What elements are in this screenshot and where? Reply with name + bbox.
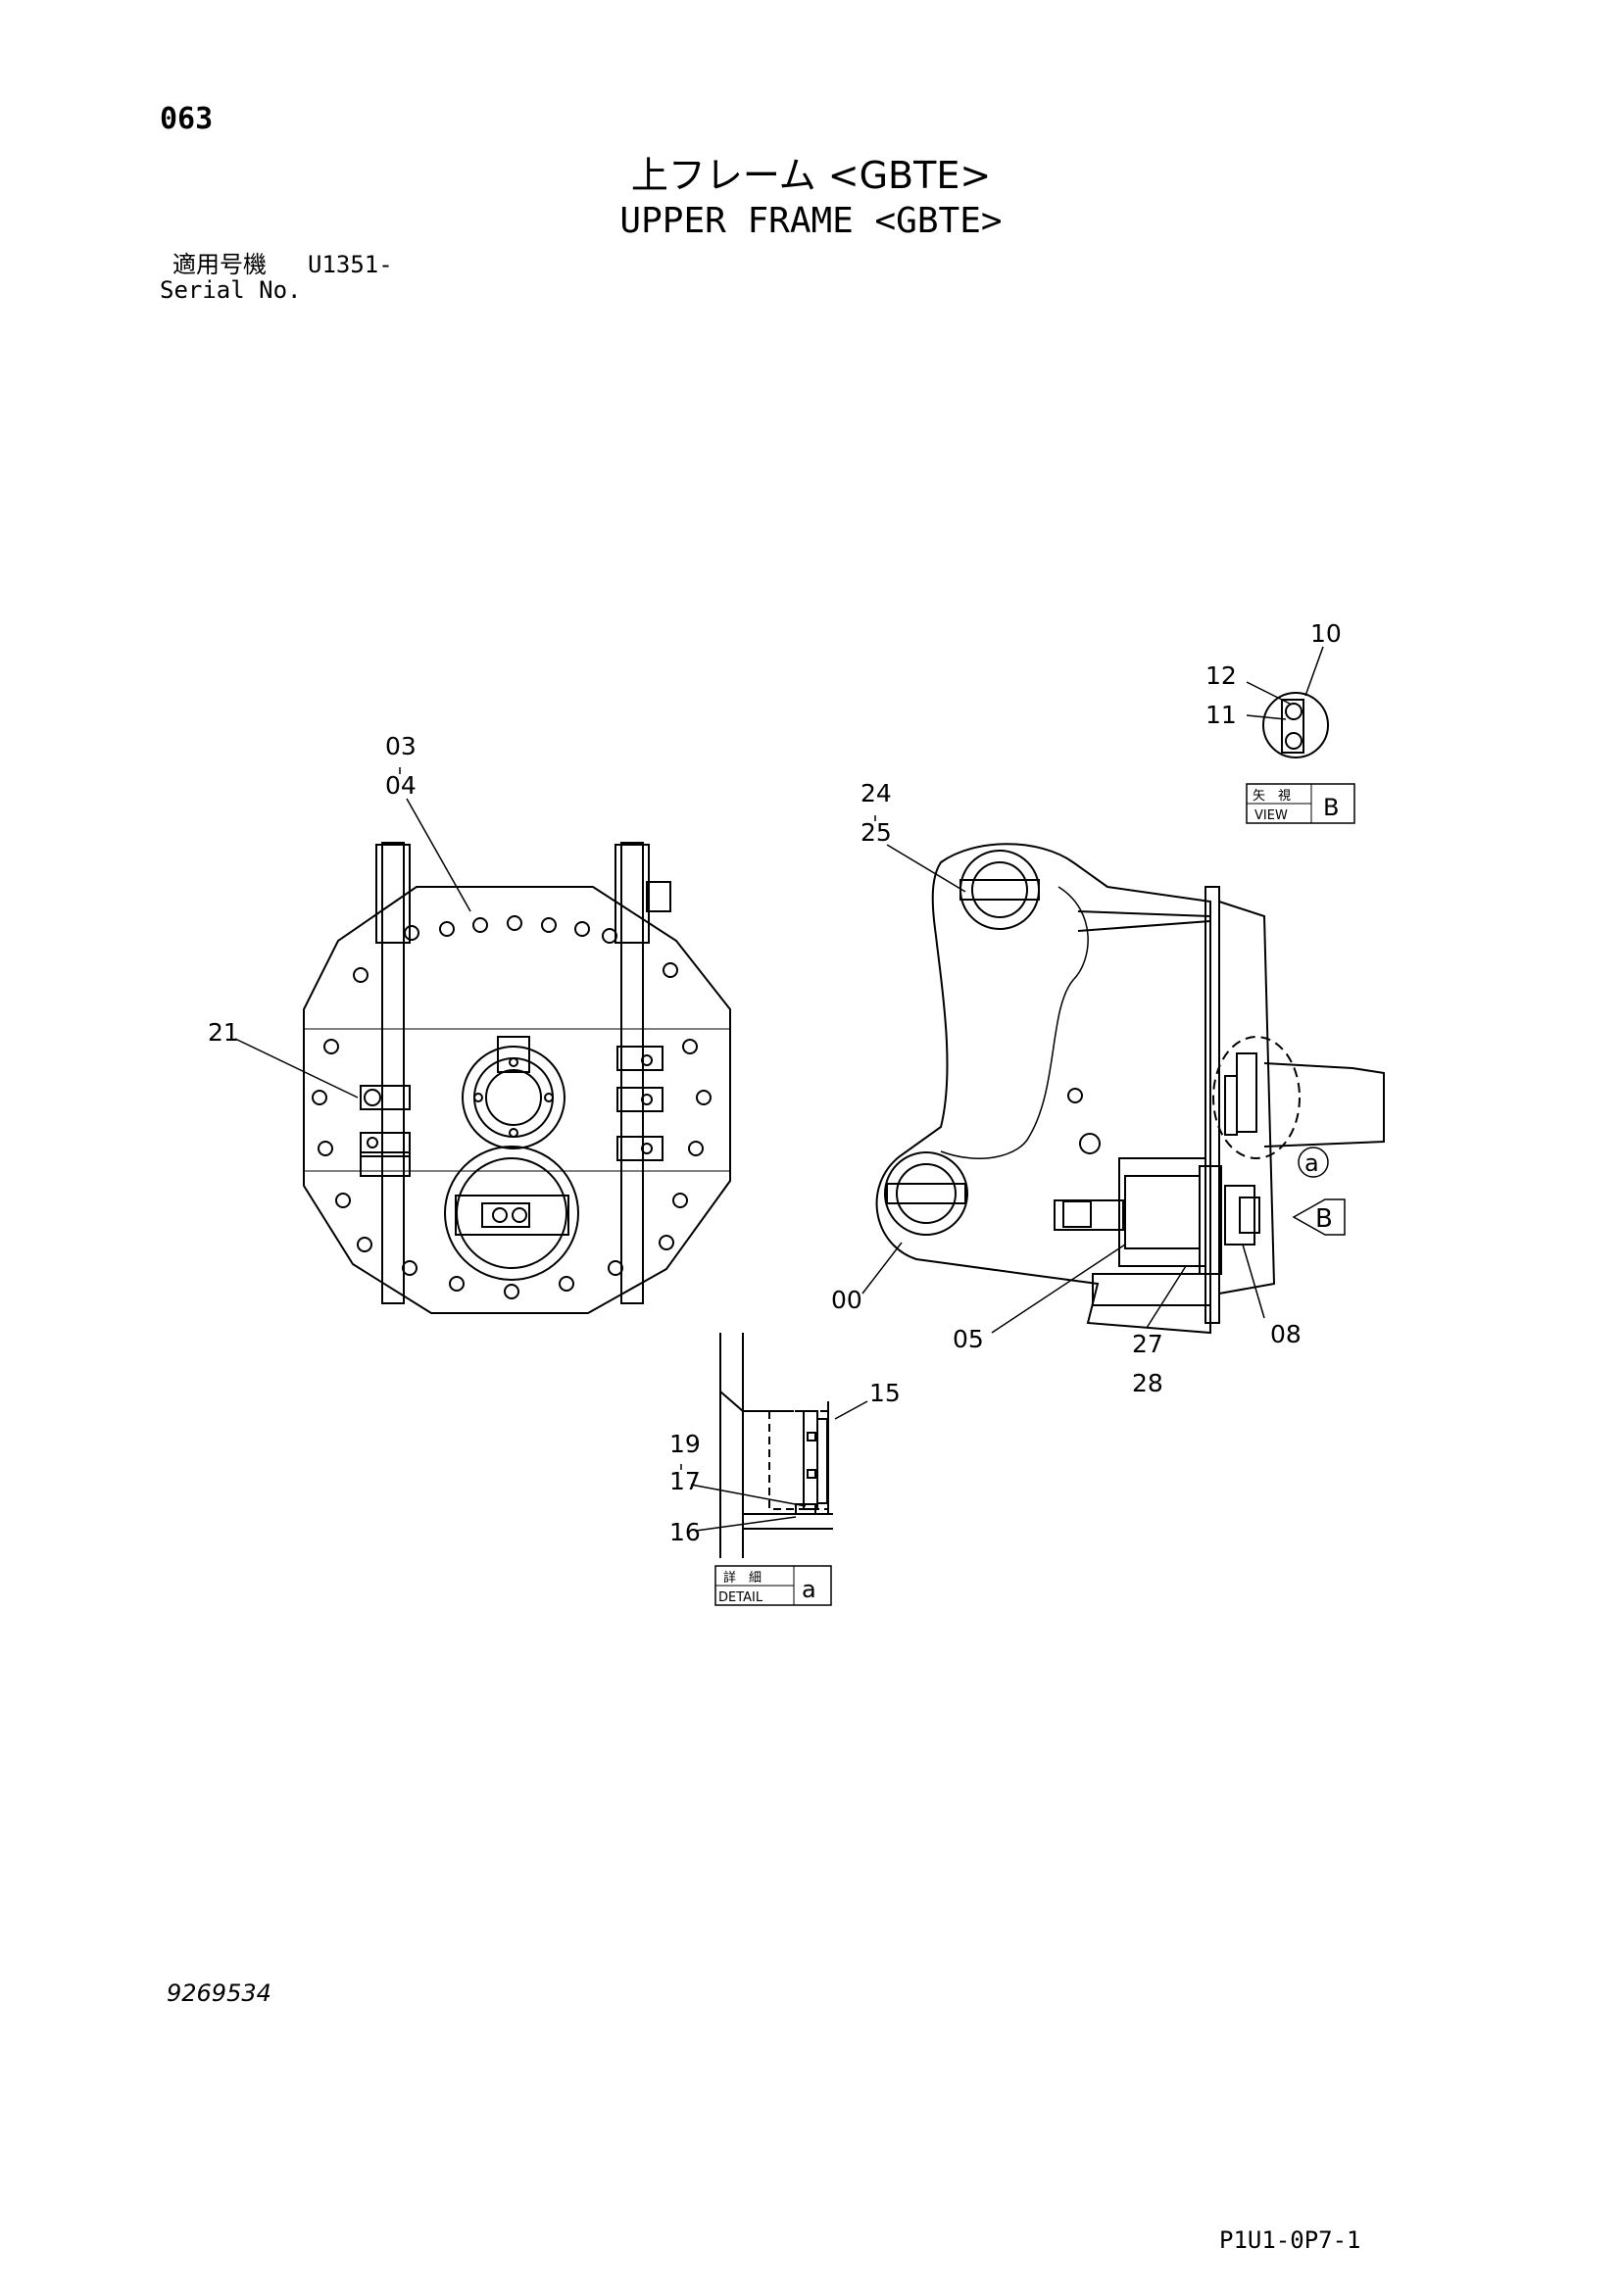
view-b-detail bbox=[1262, 692, 1329, 758]
callout-04: 04 bbox=[385, 771, 417, 800]
callout-12: 12 bbox=[1205, 661, 1237, 690]
callout-25: 25 bbox=[860, 818, 892, 847]
callout-27: 27 bbox=[1132, 1330, 1163, 1358]
callout-24: 24 bbox=[860, 779, 892, 807]
callout-00: 00 bbox=[831, 1286, 862, 1314]
callout-17: 17 bbox=[669, 1467, 701, 1495]
view-arrow-b-letter: B bbox=[1315, 1204, 1333, 1234]
detail-a-en: DETAIL bbox=[718, 1590, 763, 1605]
callout-03: 03 bbox=[385, 732, 417, 760]
serial-label-english: Serial No. bbox=[160, 276, 302, 304]
view-b-jp: 矢 視 bbox=[1253, 789, 1291, 804]
detail-a-label-box: 詳 細 DETAIL a bbox=[714, 1565, 832, 1606]
callout-21: 21 bbox=[208, 1018, 239, 1047]
page-number: 063 bbox=[160, 102, 214, 136]
document-number: 9269534 bbox=[167, 1979, 271, 2007]
side-view bbox=[875, 843, 1385, 1335]
serial-label-japanese: 適用号機 bbox=[172, 251, 267, 278]
callout-labels: 03 04 21 24 25 00 05 27 28 08 10 12 11 1… bbox=[208, 619, 1342, 1546]
callout-28: 28 bbox=[1132, 1369, 1163, 1397]
front-view-bolts bbox=[312, 915, 712, 1299]
detail-a-letter: a bbox=[802, 1576, 816, 1603]
title-english: UPPER FRAME <GBTE> bbox=[619, 201, 1003, 241]
title-japanese: 上フレーム <GBTE> bbox=[630, 154, 992, 197]
serial-value: U1351- bbox=[308, 251, 393, 278]
view-b-label-box: 矢 視 VIEW B bbox=[1246, 783, 1355, 824]
marker-a: a bbox=[1298, 1147, 1329, 1178]
sheet-code: P1U1-0P7-1 bbox=[1219, 2226, 1361, 2254]
callout-19: 19 bbox=[669, 1430, 701, 1458]
detail-a-jp: 詳 細 bbox=[723, 1570, 762, 1586]
marker-a-letter: a bbox=[1304, 1149, 1319, 1177]
view-b-en: VIEW bbox=[1254, 808, 1288, 823]
view-b-letter: B bbox=[1323, 794, 1339, 821]
detail-a-drawing bbox=[719, 1333, 833, 1558]
view-arrow-b: B bbox=[1292, 1198, 1346, 1236]
callout-05: 05 bbox=[953, 1325, 984, 1353]
front-view bbox=[303, 842, 731, 1314]
leader-lines bbox=[234, 646, 1324, 1532]
callout-16: 16 bbox=[669, 1518, 701, 1546]
callout-11: 11 bbox=[1205, 701, 1237, 729]
callout-15: 15 bbox=[869, 1379, 901, 1407]
callout-08: 08 bbox=[1270, 1320, 1302, 1348]
callout-10: 10 bbox=[1310, 619, 1342, 648]
